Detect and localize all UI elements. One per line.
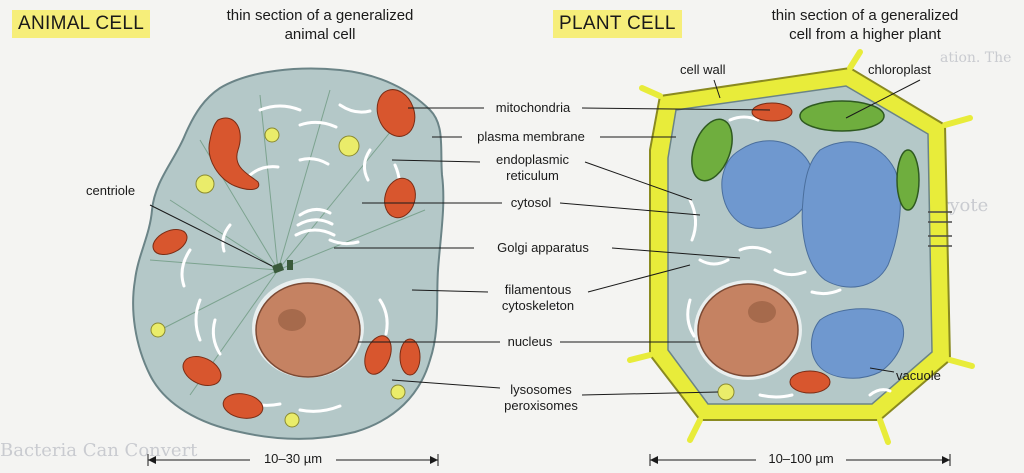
plant-caption-line-2: cell from a higher plant xyxy=(789,26,941,43)
animal-caption-line-2: animal cell xyxy=(284,26,356,43)
label-plasma-membrane: plasma membrane xyxy=(477,129,585,144)
label-cell-wall: cell wall xyxy=(680,62,726,77)
label-endoplasmic-reticulum: endoplasmic reticulum xyxy=(480,152,585,184)
plant-peroxisome xyxy=(717,383,735,401)
label-lysosomes: lysosomes xyxy=(510,382,572,397)
animal-mitochondria xyxy=(152,89,421,419)
label-filamentous-cytoskeleton: filamentous cytoskeleton xyxy=(488,282,588,314)
label-vacuole: vacuole xyxy=(896,368,941,383)
plant-nucleus xyxy=(694,280,802,380)
animal-cell-title: ANIMAL CELL xyxy=(12,10,151,38)
animal-cell xyxy=(132,67,445,440)
scale-arrow-heads xyxy=(148,456,950,464)
label-chloroplast: chloroplast xyxy=(868,62,931,77)
animal-cell-caption: thin section of a generalized animal cel… xyxy=(190,6,450,44)
label-golgi-apparatus: Golgi apparatus xyxy=(497,240,589,255)
label-er-line-1: endoplasmic xyxy=(496,152,569,167)
label-cytoskeleton-line-1: filamentous xyxy=(504,282,572,297)
label-cytosol: cytosol xyxy=(510,195,552,210)
label-lysosomes-peroxisomes: lysosomes peroxisomes xyxy=(500,382,582,414)
plant-cell xyxy=(627,49,975,445)
animal-peroxisomes xyxy=(150,127,406,428)
animal-centriole xyxy=(271,260,293,274)
plant-cell-title: PLANT CELL xyxy=(553,10,682,38)
animal-nucleus xyxy=(252,278,364,378)
animal-scale-label: 10–30 µm xyxy=(250,451,336,467)
label-mitochondria: mitochondria xyxy=(495,100,571,115)
plant-vacuoles xyxy=(721,140,905,379)
plant-scale-label: 10–100 µm xyxy=(756,451,846,467)
animal-golgi-apparatus xyxy=(294,208,336,237)
label-er-line-2: reticulum xyxy=(506,168,559,183)
plant-plasmodesma xyxy=(928,211,952,247)
label-peroxisomes: peroxisomes xyxy=(504,398,578,413)
plant-wall-extensions xyxy=(627,49,975,445)
label-nucleus: nucleus xyxy=(507,334,553,349)
label-cytoskeleton-line-2: cytoskeleton xyxy=(501,298,575,313)
plant-caption-line-1: thin section of a generalized xyxy=(771,7,959,24)
plant-chloroplasts xyxy=(691,100,920,211)
animal-endoplasmic-reticulum xyxy=(180,103,402,413)
animal-caption-line-1: thin section of a generalized xyxy=(226,7,414,24)
label-centriole: centriole xyxy=(86,183,136,198)
plant-mitochondria xyxy=(751,102,831,394)
plant-cell-caption: thin section of a generalized cell from … xyxy=(730,6,1000,44)
plant-endoplasmic-reticulum xyxy=(686,115,892,399)
